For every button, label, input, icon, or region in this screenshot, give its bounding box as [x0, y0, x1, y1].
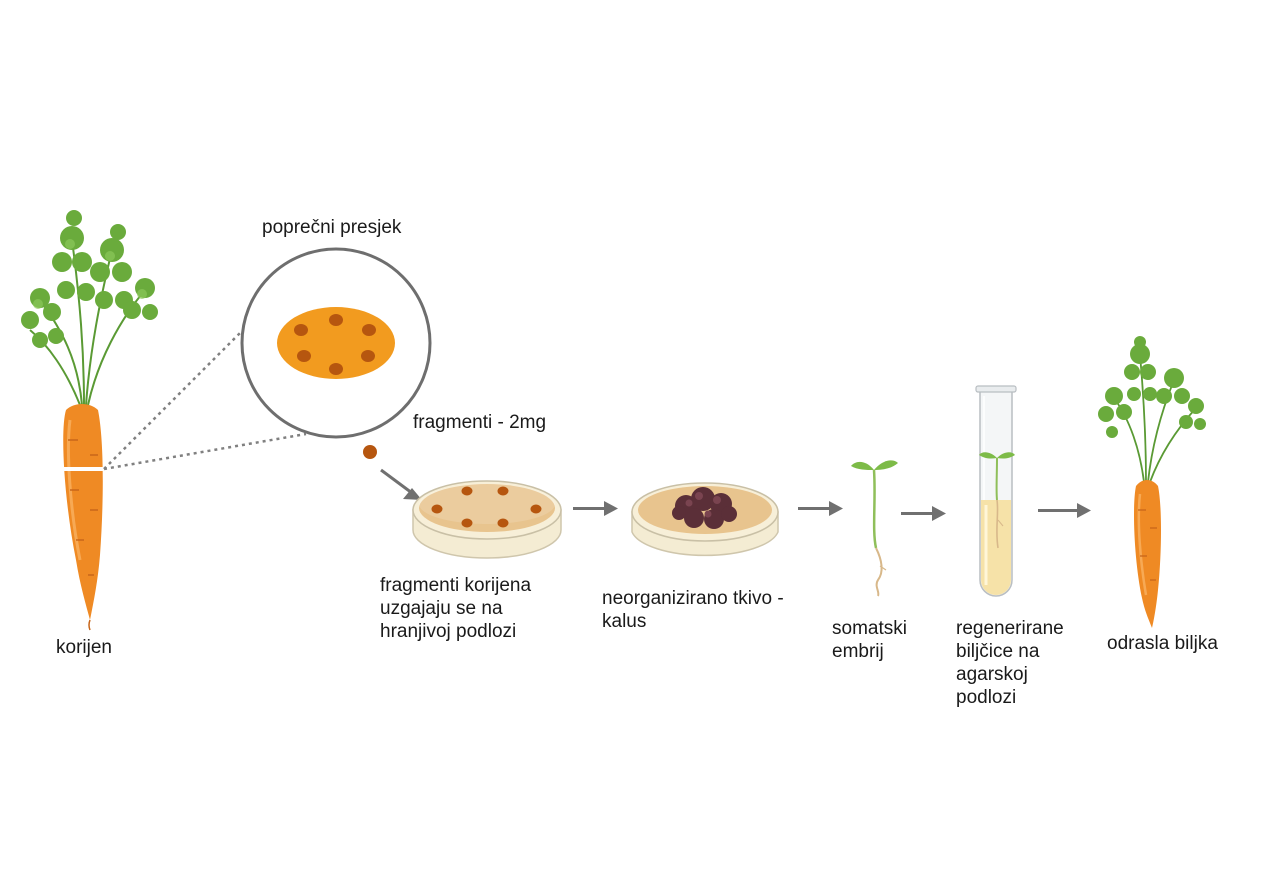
label-culture: fragmenti korijena uzgajaju se na hranji…: [380, 575, 532, 642]
label-fragments: fragmenti - 2mg: [413, 412, 547, 433]
label-adult-plant: odrasla biljka: [1107, 633, 1218, 654]
test-tube-icon: [975, 385, 1017, 597]
label-root: korijen: [56, 637, 112, 658]
petri-dish-icon: [412, 480, 562, 559]
arrow-icon: [1038, 503, 1091, 518]
carrot-icon: [21, 210, 158, 631]
arrow-icon: [901, 506, 946, 521]
arrow-icon: [573, 501, 618, 516]
label-plantlets: regenerirane biljčice na agarskoj podloz…: [956, 618, 1064, 708]
zoom-lines: [103, 329, 307, 471]
label-embryo: somatski embrij: [832, 618, 907, 662]
label-callus: neorganizirano tkivo - kalus: [602, 588, 784, 632]
callus-dish-icon: [631, 482, 779, 557]
fragment-dot: [363, 445, 377, 459]
seedling-icon: [851, 460, 898, 597]
adult-carrot-icon: [1098, 336, 1206, 628]
arrow-icon: [380, 468, 422, 500]
arrow-icon: [798, 501, 843, 516]
magnifier-circle-icon: [240, 247, 432, 439]
label-cross-section: poprečni presjek: [262, 217, 402, 238]
